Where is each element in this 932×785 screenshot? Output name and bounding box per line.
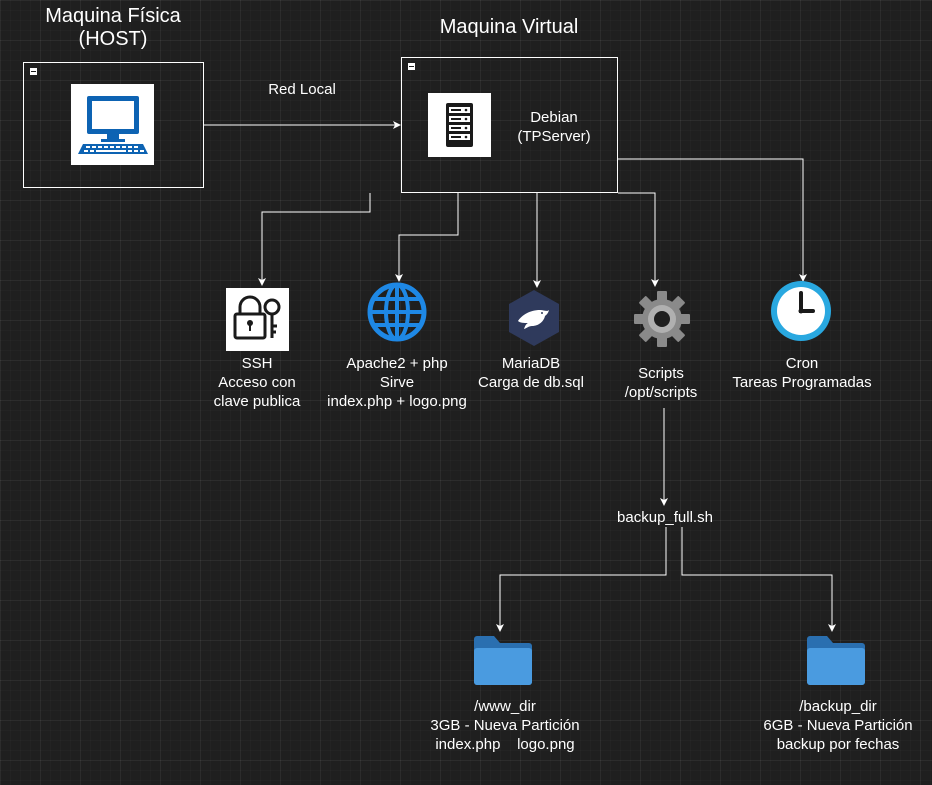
backup-dir-contents: backup por fechas (776, 736, 900, 753)
vm-collapse-toggle[interactable] (408, 63, 415, 70)
vm-server-hostname: (TPServer) (517, 128, 591, 145)
host-container[interactable] (23, 62, 204, 188)
backup-dir-size: 6GB - Nueva Partición (763, 717, 913, 734)
host-collapse-toggle[interactable] (30, 68, 37, 75)
mariadb-seal-icon[interactable] (506, 288, 562, 348)
padlock-key-icon (233, 295, 281, 340)
mariadb-label: MariaDB Carga de db.sql (478, 354, 584, 392)
cron-label: Cron Tareas Programadas (732, 354, 871, 392)
connector-vm-to-cron (618, 158, 807, 282)
vm-server-name: Debian (530, 109, 578, 126)
ssh-icon-tile[interactable] (226, 288, 289, 351)
vm-server-icon-tile[interactable] (428, 93, 491, 157)
apache-description: Sirve (379, 374, 415, 391)
connector-vm-to-ssh (258, 193, 371, 286)
cron-name: Cron (785, 355, 819, 372)
mariadb-description: Carga de db.sql (478, 374, 584, 391)
connector-vm-to-apache (395, 193, 459, 282)
www-dir-contents: index.php logo.png (435, 736, 575, 753)
backup-dir-label: /backup_dir 6GB - Nueva Partición backup… (763, 697, 912, 754)
scripts-name: Scripts (638, 365, 684, 382)
scripts-path: /opt/scripts (624, 384, 698, 401)
www-dir-label: /www_dir 3GB - Nueva Partición index.php… (430, 697, 579, 754)
globe-icon[interactable] (366, 281, 428, 343)
host-title-line1: Maquina Física (45, 5, 181, 27)
vm-title: Maquina Virtual (439, 16, 579, 38)
apache-files: index.php + logo.png (327, 393, 467, 410)
mariadb-name: MariaDB (501, 355, 561, 372)
connector-backup-to-backupdir (681, 527, 836, 632)
apache-label: Apache2 + php Sirve index.php + logo.png (327, 354, 467, 411)
folder-icon[interactable] (805, 633, 867, 687)
clock-icon[interactable] (769, 279, 833, 343)
scripts-label: Scripts /opt/scripts (625, 364, 698, 402)
computer-monitor-icon (78, 96, 148, 154)
host-title-line2: (HOST) (78, 28, 148, 50)
connector-backup-to-www (496, 527, 667, 632)
ssh-name: SSH (241, 355, 273, 372)
network-label: Red Local (268, 81, 336, 98)
ssh-label: SSH Acceso con clave publica (214, 354, 301, 411)
vm-server-label: Debian (TPServer) (517, 108, 590, 146)
ssh-description-2: clave publica (213, 393, 301, 410)
server-rack-icon (446, 103, 473, 147)
cron-description: Tareas Programadas (732, 374, 872, 391)
vm-container[interactable] (401, 57, 618, 193)
connector-vm-to-scripts (618, 192, 659, 287)
backup-script-label[interactable]: backup_full.sh (617, 509, 713, 526)
host-title: Maquina Física (HOST) (45, 5, 181, 51)
backup-dir-path: /backup_dir (799, 698, 877, 715)
gear-icon[interactable] (632, 289, 692, 349)
www-dir-path: /www_dir (474, 698, 536, 715)
apache-name: Apache2 + php (346, 355, 448, 372)
ssh-description: Acceso con (218, 374, 296, 391)
folder-icon[interactable] (472, 633, 534, 687)
host-icon-tile[interactable] (71, 84, 154, 165)
www-dir-size: 3GB - Nueva Partición (430, 717, 580, 734)
